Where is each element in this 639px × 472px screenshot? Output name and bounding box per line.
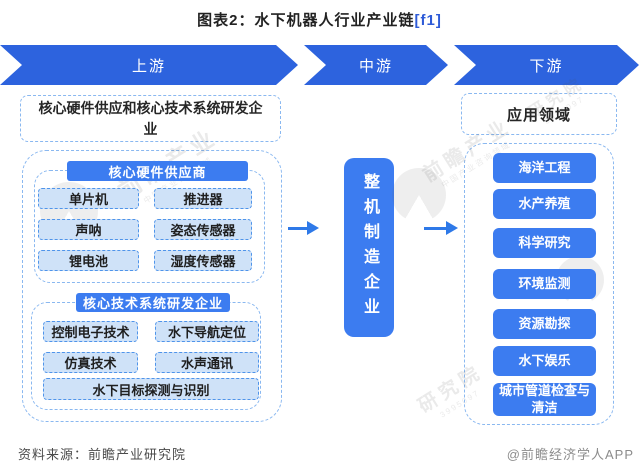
source-note: 资料来源：前瞻产业研究院 [18, 447, 187, 462]
midstream-manufacturer-box: 整机制造企业 [344, 158, 394, 337]
application-item: 资源勘探 [493, 309, 596, 339]
application-item: 科学研究 [493, 228, 596, 258]
tech-item: 水下导航定位 [155, 321, 259, 342]
downstream-headline-box: 应用领域 [461, 93, 617, 135]
hardware-item: 单片机 [38, 188, 139, 209]
hardware-item: 声呐 [38, 219, 139, 240]
arrow-head-icon [307, 221, 319, 235]
hardware-item: 推进器 [154, 188, 252, 209]
hardware-item: 锂电池 [38, 250, 139, 271]
hardware-group-header: 核心硬件供应商 [67, 161, 248, 181]
tech-group-header: 核心技术系统研发企业 [76, 293, 230, 312]
credit-note: @前瞻经济学人APP [506, 447, 634, 462]
application-item: 环境监测 [493, 269, 596, 299]
arrow-shaft [288, 226, 307, 230]
watermark-logo-icon [392, 168, 446, 222]
application-fields-container: 海洋工程 水产养殖 科学研究 环境监测 资源勘探 水下娱乐 城市管道检查与清洁 [464, 143, 614, 425]
hardware-supplier-group: 核心硬件供应商 单片机 推进器 声呐 姿态传感器 锂电池 湿度传感器 [34, 161, 265, 283]
arrow-shaft [424, 226, 446, 230]
banner-downstream-label: 下游 [529, 57, 564, 75]
tech-item: 水声通讯 [155, 352, 259, 373]
application-item: 海洋工程 [493, 153, 596, 183]
tech-rd-group: 核心技术系统研发企业 控制电子技术 水下导航定位 仿真技术 水声通讯 水下目标探… [31, 293, 261, 410]
tech-item-wide: 水下目标探测与识别 [43, 378, 259, 400]
banner-segment-downstream: 下游 [454, 45, 639, 85]
page-title-text: 图表2：水下机器人行业产业链 [197, 12, 415, 29]
hardware-item: 姿态传感器 [154, 219, 252, 240]
banner-midstream-label: 中游 [358, 57, 393, 75]
banner-segment-upstream: 上游 [0, 45, 298, 85]
banner-upstream-label: 上游 [131, 57, 166, 75]
hardware-item: 湿度传感器 [154, 250, 252, 271]
arrow-head-icon [446, 221, 458, 235]
upstream-headline-box: 核心硬件供应和核心技术系统研发企业 [20, 95, 281, 142]
flow-arrow-upstream-to-midstream [288, 221, 319, 235]
tech-item: 控制电子技术 [43, 321, 138, 342]
banner-segment-midstream: 中游 [304, 45, 448, 85]
flow-arrow-midstream-to-downstream [424, 221, 458, 235]
page-title-footnote: [f1] [414, 12, 442, 29]
tech-item: 仿真技术 [43, 352, 138, 373]
application-item: 水产养殖 [493, 189, 596, 219]
downstream-headline-text: 应用领域 [506, 106, 571, 124]
upstream-headline-text: 核心硬件供应和核心技术系统研发企业 [38, 99, 263, 137]
application-item: 水下娱乐 [493, 346, 596, 376]
page-title: 图表2：水下机器人行业产业链[f1] [0, 9, 639, 30]
upstream-outer-container [22, 150, 282, 422]
application-item: 城市管道检查与清洁 [493, 383, 596, 416]
